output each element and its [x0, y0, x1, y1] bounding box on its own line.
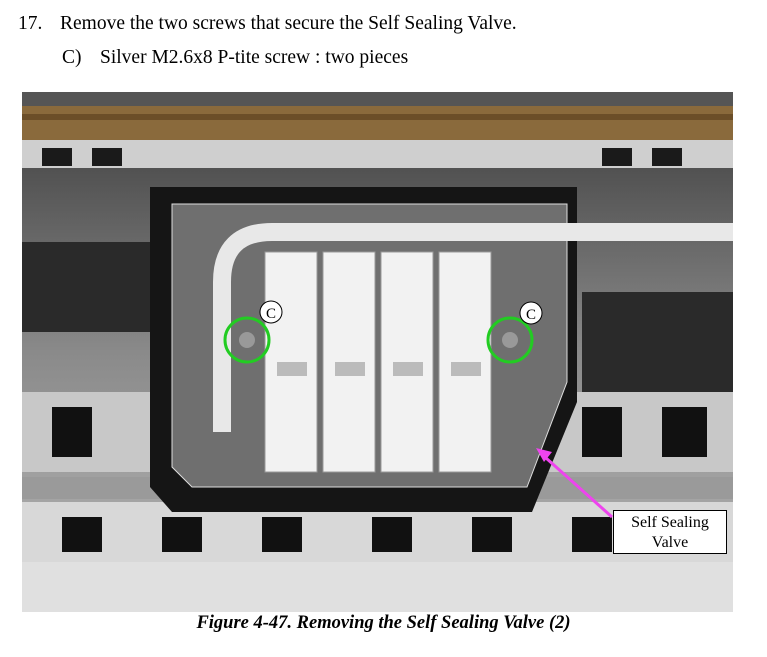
svg-text:C: C: [266, 306, 276, 322]
step-number: 17.: [18, 13, 43, 34]
svg-text:C: C: [526, 307, 536, 323]
marker-c-left: C: [259, 300, 283, 324]
callout-arrow: [536, 448, 613, 519]
screw-highlight-right: [486, 316, 534, 364]
substep-text: Silver M2.6x8 P-tite screw : two pieces: [100, 47, 409, 68]
figure-photo: C C: [22, 92, 733, 612]
screw-highlight-left: [223, 316, 271, 364]
callout-line-1: Self Sealing: [631, 514, 709, 531]
substep-label: C): [62, 47, 82, 68]
callout-line-2: Valve: [651, 534, 689, 551]
step-text: Remove the two screws that secure the Se…: [60, 13, 517, 34]
step-instruction: 17. Remove the two screws that secure the…: [18, 13, 517, 35]
substep-item: C) Silver M2.6x8 P-tite screw : two piece…: [62, 47, 408, 69]
figure-caption: Figure 4-47. Removing the Self Sealing V…: [196, 613, 571, 633]
marker-c-right: C: [519, 301, 543, 325]
